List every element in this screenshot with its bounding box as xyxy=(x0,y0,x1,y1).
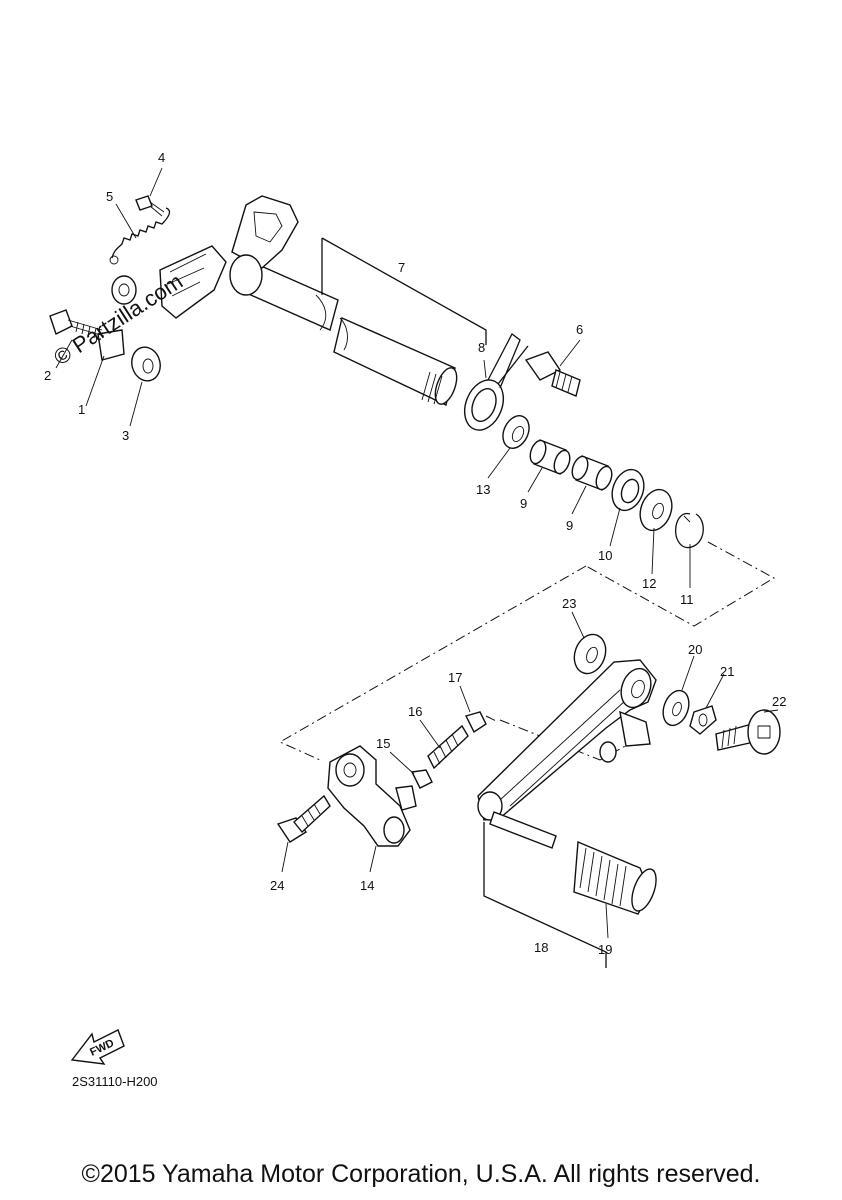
part-4-bolt xyxy=(135,195,165,217)
part-15-nut xyxy=(410,769,433,789)
callout-21: 21 xyxy=(720,664,734,679)
part-9-bearing-a xyxy=(529,439,571,475)
callout-12: 12 xyxy=(642,576,656,591)
part-3-collar xyxy=(131,346,161,382)
callout-15: 15 xyxy=(376,736,390,751)
part-13-washer xyxy=(502,415,530,449)
callout-3: 3 xyxy=(122,428,129,443)
part-2-bolt xyxy=(49,309,105,339)
callout-23: 23 xyxy=(562,596,576,611)
part-11-circlip xyxy=(675,512,704,549)
leader-18 xyxy=(483,822,607,968)
copyright-notice: ©2015 Yamaha Motor Corporation, U.S.A. A… xyxy=(81,1160,761,1188)
part-20-washer xyxy=(662,689,690,727)
part-16-joint-rod xyxy=(427,724,469,770)
part-10-oil-seal xyxy=(611,468,645,512)
part-22-bolt xyxy=(715,709,781,755)
part-8-return-spring xyxy=(463,333,529,431)
callout-13: 13 xyxy=(476,482,490,497)
part-21-clip xyxy=(689,705,717,735)
callout-11: 11 xyxy=(680,592,694,607)
callout-24: 24 xyxy=(270,878,284,893)
callout-8: 8 xyxy=(478,340,485,355)
callout-18: 18 xyxy=(534,940,548,955)
part-12-washer xyxy=(639,488,673,532)
callout-7: 7 xyxy=(398,260,405,275)
part-6-bolt xyxy=(524,351,581,397)
callout-10: 10 xyxy=(598,548,612,563)
callout-17: 17 xyxy=(448,670,462,685)
part-24-bolt xyxy=(276,794,331,843)
stopper-lever xyxy=(159,245,227,319)
part-18-shift-pedal xyxy=(477,659,657,849)
part-19-pedal-rubber xyxy=(573,840,657,915)
callout-20: 20 xyxy=(688,642,702,657)
callout-4: 4 xyxy=(158,150,165,165)
part-5-spring xyxy=(109,207,171,265)
callout-9b: 9 xyxy=(566,518,573,533)
leader-lines xyxy=(55,167,779,939)
fwd-arrow-icon: FWD xyxy=(70,1029,125,1065)
part-1-collar xyxy=(97,275,137,361)
reference-lines xyxy=(278,541,776,761)
part-7-shift-shaft xyxy=(229,195,458,407)
callout-22: 22 xyxy=(772,694,786,709)
callout-16: 16 xyxy=(408,704,422,719)
callouts: 4 5 2 1 3 7 6 8 13 9 9 10 12 11 23 20 21… xyxy=(44,150,786,957)
shift-pedal-assembly xyxy=(276,633,781,968)
callout-14: 14 xyxy=(360,878,374,893)
callout-9a: 9 xyxy=(520,496,527,511)
callout-19: 19 xyxy=(598,942,612,957)
callout-6: 6 xyxy=(576,322,583,337)
callout-1: 1 xyxy=(78,402,85,417)
part-23-washer xyxy=(573,633,607,675)
leader-7 xyxy=(321,237,487,345)
callout-2: 2 xyxy=(44,368,51,383)
part-9-bearing-b xyxy=(571,455,613,491)
part-14-shift-arm xyxy=(327,745,417,847)
part-17-nut xyxy=(464,711,487,734)
shift-shaft-assembly xyxy=(49,195,704,549)
diagram-code: 2S31110-H200 xyxy=(72,1074,158,1089)
callout-5: 5 xyxy=(106,189,113,204)
